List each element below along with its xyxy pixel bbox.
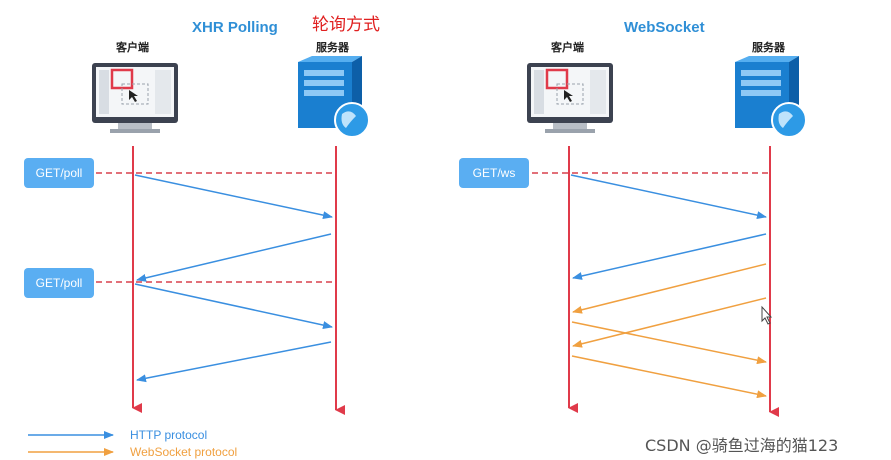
legend-http-label: HTTP protocol xyxy=(130,428,208,442)
http-arrow xyxy=(572,233,767,280)
server-label: 服务器 xyxy=(316,41,349,54)
websocket-arrow xyxy=(572,297,767,348)
server-label: 服务器 xyxy=(752,41,785,54)
client-label: 客户端 xyxy=(116,41,149,54)
client-monitor-icon xyxy=(92,63,178,133)
websocket-title: WebSocket xyxy=(624,19,705,36)
client-label: 客户端 xyxy=(551,41,584,54)
client-monitor-icon xyxy=(527,63,613,133)
websocket-arrow xyxy=(572,263,767,314)
legend-websocket-label: WebSocket protocol xyxy=(130,445,238,459)
http-arrow xyxy=(136,233,332,282)
http-arrow xyxy=(134,174,333,220)
http-arrow xyxy=(136,341,332,383)
get-poll-request-box: GET/poll xyxy=(24,158,94,188)
watermark-text: CSDN @骑鱼过海的猫123 xyxy=(645,436,839,455)
websocket-arrow xyxy=(571,321,767,365)
http-arrow xyxy=(134,283,333,329)
server-globe-icon xyxy=(298,56,370,138)
server-globe-icon xyxy=(735,56,807,138)
polling-annotation: 轮询方式 xyxy=(312,15,380,35)
get-poll-request-box: GET/poll xyxy=(24,268,94,298)
xhr-polling-title: XHR Polling xyxy=(192,19,278,36)
get-ws-request-box: GET/ws xyxy=(459,158,529,188)
http-arrow xyxy=(570,174,767,220)
mouse-cursor-icon xyxy=(761,305,773,325)
websocket-arrow xyxy=(571,355,767,399)
